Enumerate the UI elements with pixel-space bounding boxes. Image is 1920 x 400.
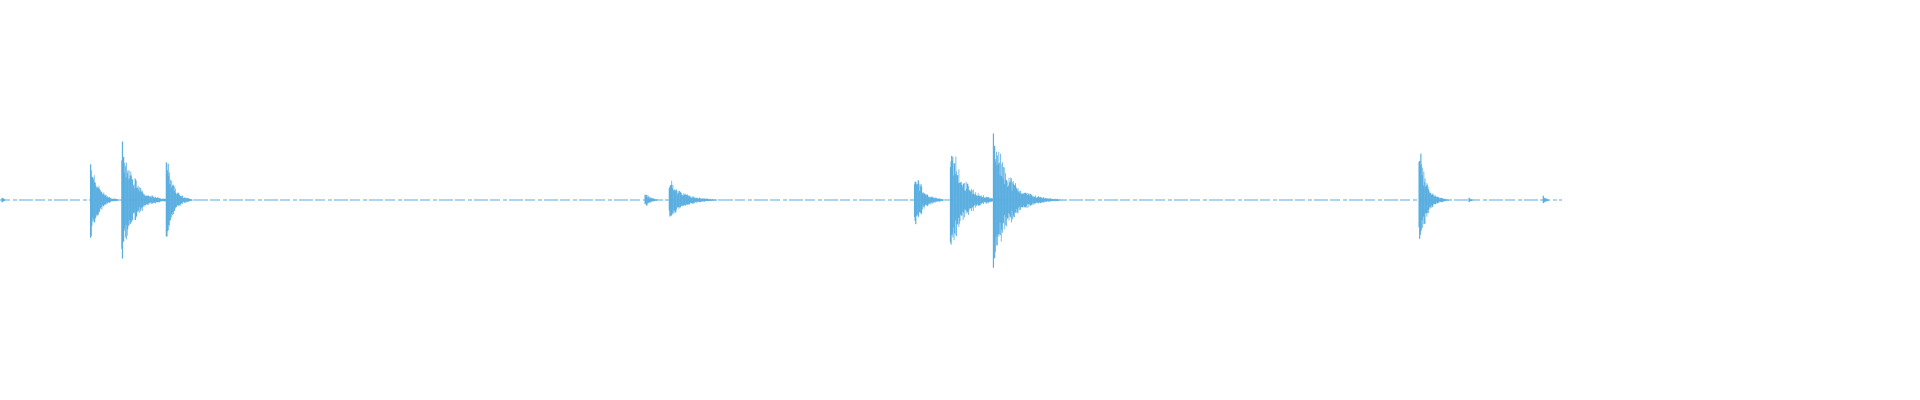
waveform-samples (1, 133, 1550, 268)
